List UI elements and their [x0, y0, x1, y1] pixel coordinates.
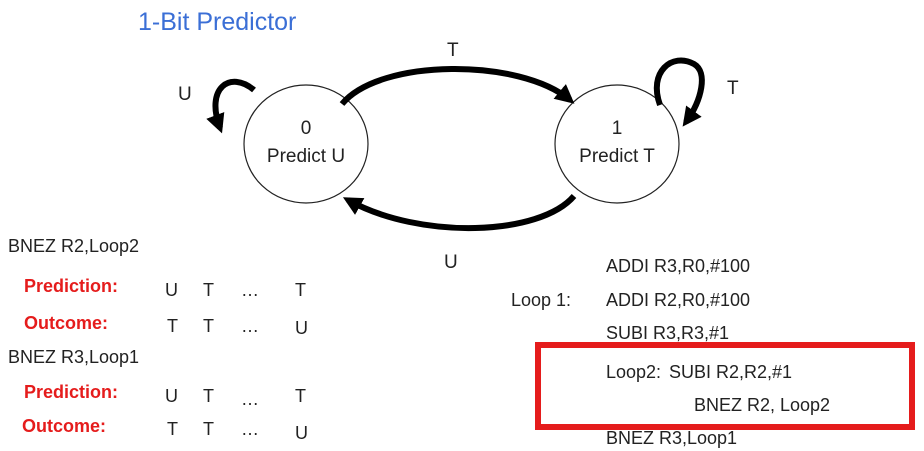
code-line-4-label: Loop2: — [606, 362, 662, 382]
diagram-title: 1-Bit Predictor — [138, 8, 297, 36]
transition-u-to-t-arrow — [339, 66, 575, 106]
code-line-3: SUBI R3,R3,#1 — [606, 323, 730, 343]
transition-t-to-u-label: U — [444, 252, 458, 273]
branch1-prediction-0: U — [165, 280, 178, 300]
state-1-circle — [554, 84, 680, 204]
state-0-circle — [243, 84, 369, 204]
branch2-prediction-1: T — [203, 386, 214, 406]
self-loop-t-label: T — [727, 78, 739, 99]
branch2-prediction-3: T — [295, 386, 306, 406]
self-loop-u-label: U — [178, 84, 192, 105]
branch2-instruction: BNEZ R3,Loop1 — [8, 347, 140, 367]
code-line-5: BNEZ R2, Loop2 — [694, 395, 831, 415]
branch2-outcome-1: T — [203, 419, 214, 439]
branch1-outcome-label: Outcome: — [24, 313, 109, 333]
self-loop-u-arrow — [206, 78, 256, 134]
code-line-1: ADDI R3,R0,#100 — [606, 256, 751, 276]
branch1-outcome-3: U — [295, 318, 308, 338]
branch1-prediction-1: T — [203, 280, 214, 300]
state-1-name: Predict T — [579, 146, 655, 167]
branch2-prediction-2: … — [241, 389, 259, 409]
state-0-name: Predict U — [267, 146, 345, 167]
state-1-id: 1 — [612, 118, 623, 139]
code-line-2-label: Loop 1: — [511, 290, 572, 310]
branch2-prediction-0: U — [165, 386, 178, 406]
branch1-prediction-3: T — [295, 280, 306, 300]
branch2-outcome-label: Outcome: — [22, 416, 107, 436]
branch2-outcome-2: … — [241, 419, 259, 439]
branch1-outcome-2: … — [241, 316, 259, 336]
branch1-prediction-label: Prediction: — [24, 276, 119, 296]
branch1-instruction: BNEZ R2,Loop2 — [8, 236, 140, 256]
code-line-2: ADDI R2,R0,#100 — [606, 290, 751, 310]
branch2-prediction-label: Prediction: — [24, 382, 119, 402]
state-0-id: 0 — [301, 118, 312, 139]
code-line-4: SUBI R2,R2,#1 — [669, 362, 793, 382]
self-loop-t-arrow — [653, 57, 705, 127]
branch1-outcome-1: T — [203, 316, 214, 336]
inner-loop-highlight-box — [535, 342, 915, 430]
branch2-outcome-3: U — [295, 423, 308, 443]
branch1-outcome-0: T — [167, 316, 178, 336]
code-line-6: BNEZ R3,Loop1 — [606, 428, 738, 448]
branch1-prediction-2: … — [241, 280, 259, 300]
branch2-outcome-0: T — [167, 419, 178, 439]
transition-u-to-t-label: T — [447, 40, 459, 61]
transition-t-to-u-arrow — [342, 193, 577, 231]
